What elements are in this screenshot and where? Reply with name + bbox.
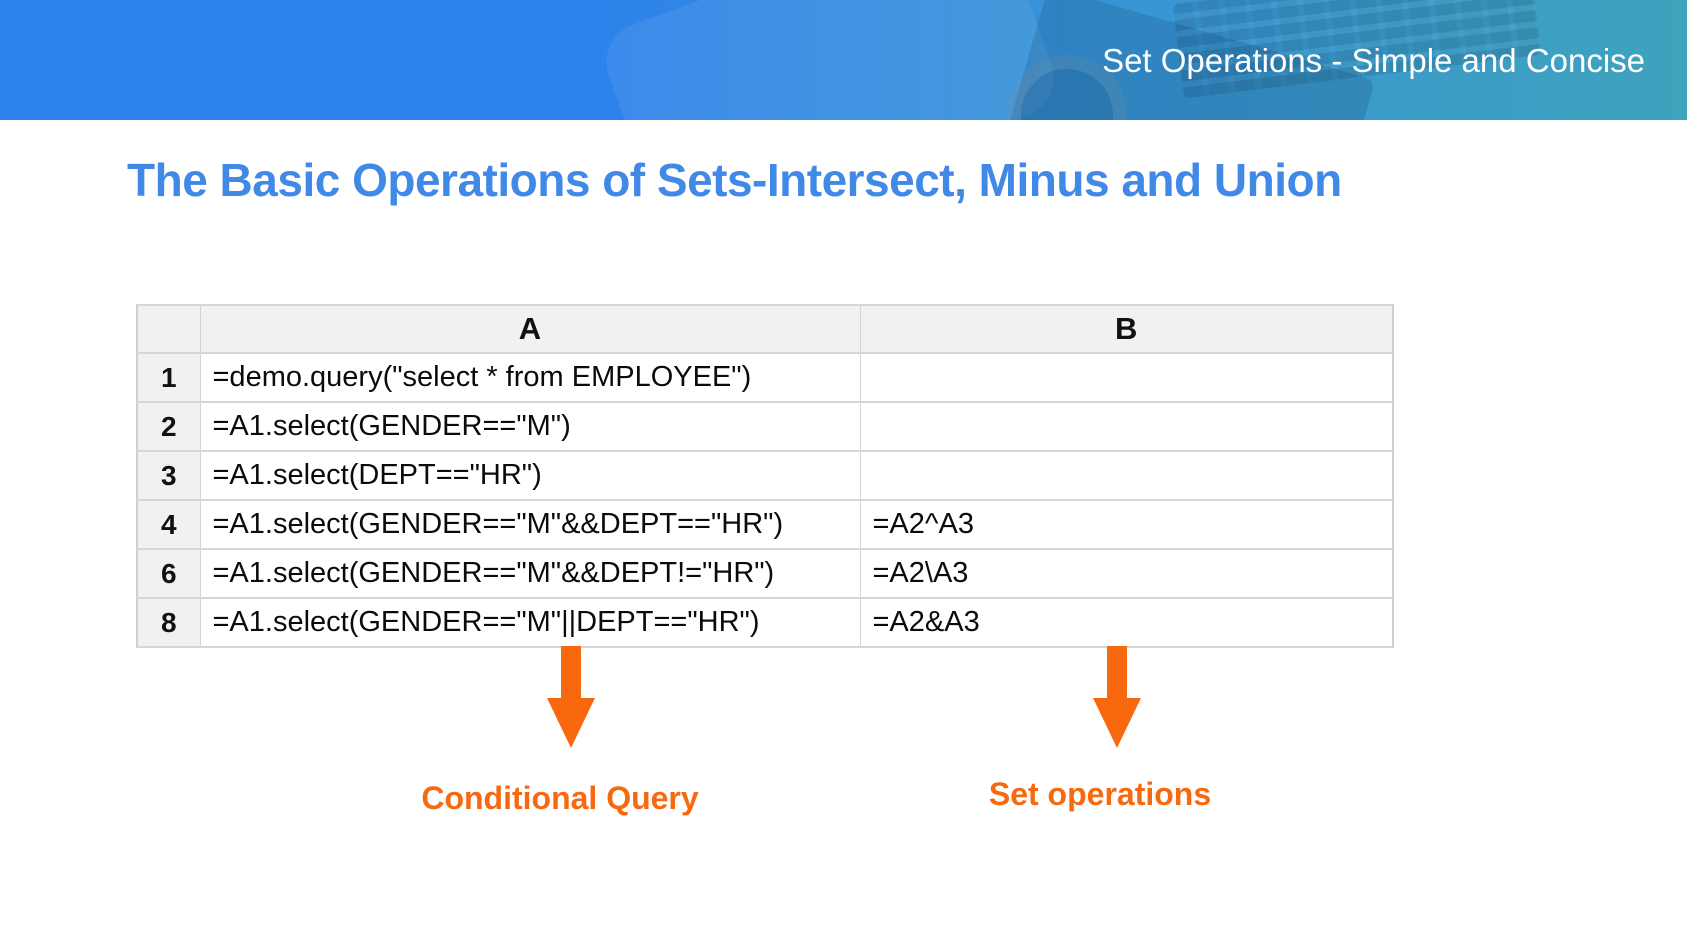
down-arrow-icon bbox=[1093, 646, 1141, 748]
spreadsheet-table: A B 1 =demo.query("select * from EMPLOYE… bbox=[136, 304, 1394, 648]
row-number: 4 bbox=[136, 499, 201, 550]
row-number: 3 bbox=[136, 450, 201, 501]
page-title: The Basic Operations of Sets-Intersect, … bbox=[127, 154, 1342, 206]
column-header-a: A bbox=[199, 304, 861, 354]
banner-photo-highlight-decoration bbox=[595, 0, 1065, 120]
cell-a4: =A1.select(GENDER=="M"&&DEPT=="HR") bbox=[199, 499, 861, 550]
corner-header-cell bbox=[136, 304, 201, 354]
cell-a1: =demo.query("select * from EMPLOYEE") bbox=[199, 352, 861, 403]
cell-b1 bbox=[859, 352, 1394, 403]
cell-b8: =A2&A3 bbox=[859, 597, 1394, 648]
table-row: 8 =A1.select(GENDER=="M"||DEPT=="HR") =A… bbox=[136, 597, 1394, 648]
banner-title: Set Operations - Simple and Concise bbox=[1102, 42, 1645, 79]
table-row: 1 =demo.query("select * from EMPLOYEE") bbox=[136, 352, 1394, 403]
table-row: 2 =A1.select(GENDER=="M") bbox=[136, 401, 1394, 452]
down-arrow-icon bbox=[547, 646, 595, 748]
cell-b3 bbox=[859, 450, 1394, 501]
row-number: 1 bbox=[136, 352, 201, 403]
table-row: 6 =A1.select(GENDER=="M"&&DEPT!="HR") =A… bbox=[136, 548, 1394, 599]
cell-b2 bbox=[859, 401, 1394, 452]
column-header-b: B bbox=[859, 304, 1394, 354]
header-banner: Set Operations - Simple and Concise bbox=[0, 0, 1687, 120]
table-row: 3 =A1.select(DEPT=="HR") bbox=[136, 450, 1394, 501]
row-number: 8 bbox=[136, 597, 201, 648]
column-header-row: A B bbox=[136, 304, 1394, 354]
cell-a8: =A1.select(GENDER=="M"||DEPT=="HR") bbox=[199, 597, 861, 648]
cell-b6: =A2\A3 bbox=[859, 548, 1394, 599]
cell-a6: =A1.select(GENDER=="M"&&DEPT!="HR") bbox=[199, 548, 861, 599]
row-number: 6 bbox=[136, 548, 201, 599]
set-operations-label: Set operations bbox=[988, 776, 1212, 812]
cell-a2: =A1.select(GENDER=="M") bbox=[199, 401, 861, 452]
table-row: 4 =A1.select(GENDER=="M"&&DEPT=="HR") =A… bbox=[136, 499, 1394, 550]
conditional-query-label: Conditional Query bbox=[421, 780, 699, 816]
cell-a3: =A1.select(DEPT=="HR") bbox=[199, 450, 861, 501]
row-number: 2 bbox=[136, 401, 201, 452]
cell-b4: =A2^A3 bbox=[859, 499, 1394, 550]
spreadsheet-table-container: A B 1 =demo.query("select * from EMPLOYE… bbox=[136, 304, 1394, 648]
